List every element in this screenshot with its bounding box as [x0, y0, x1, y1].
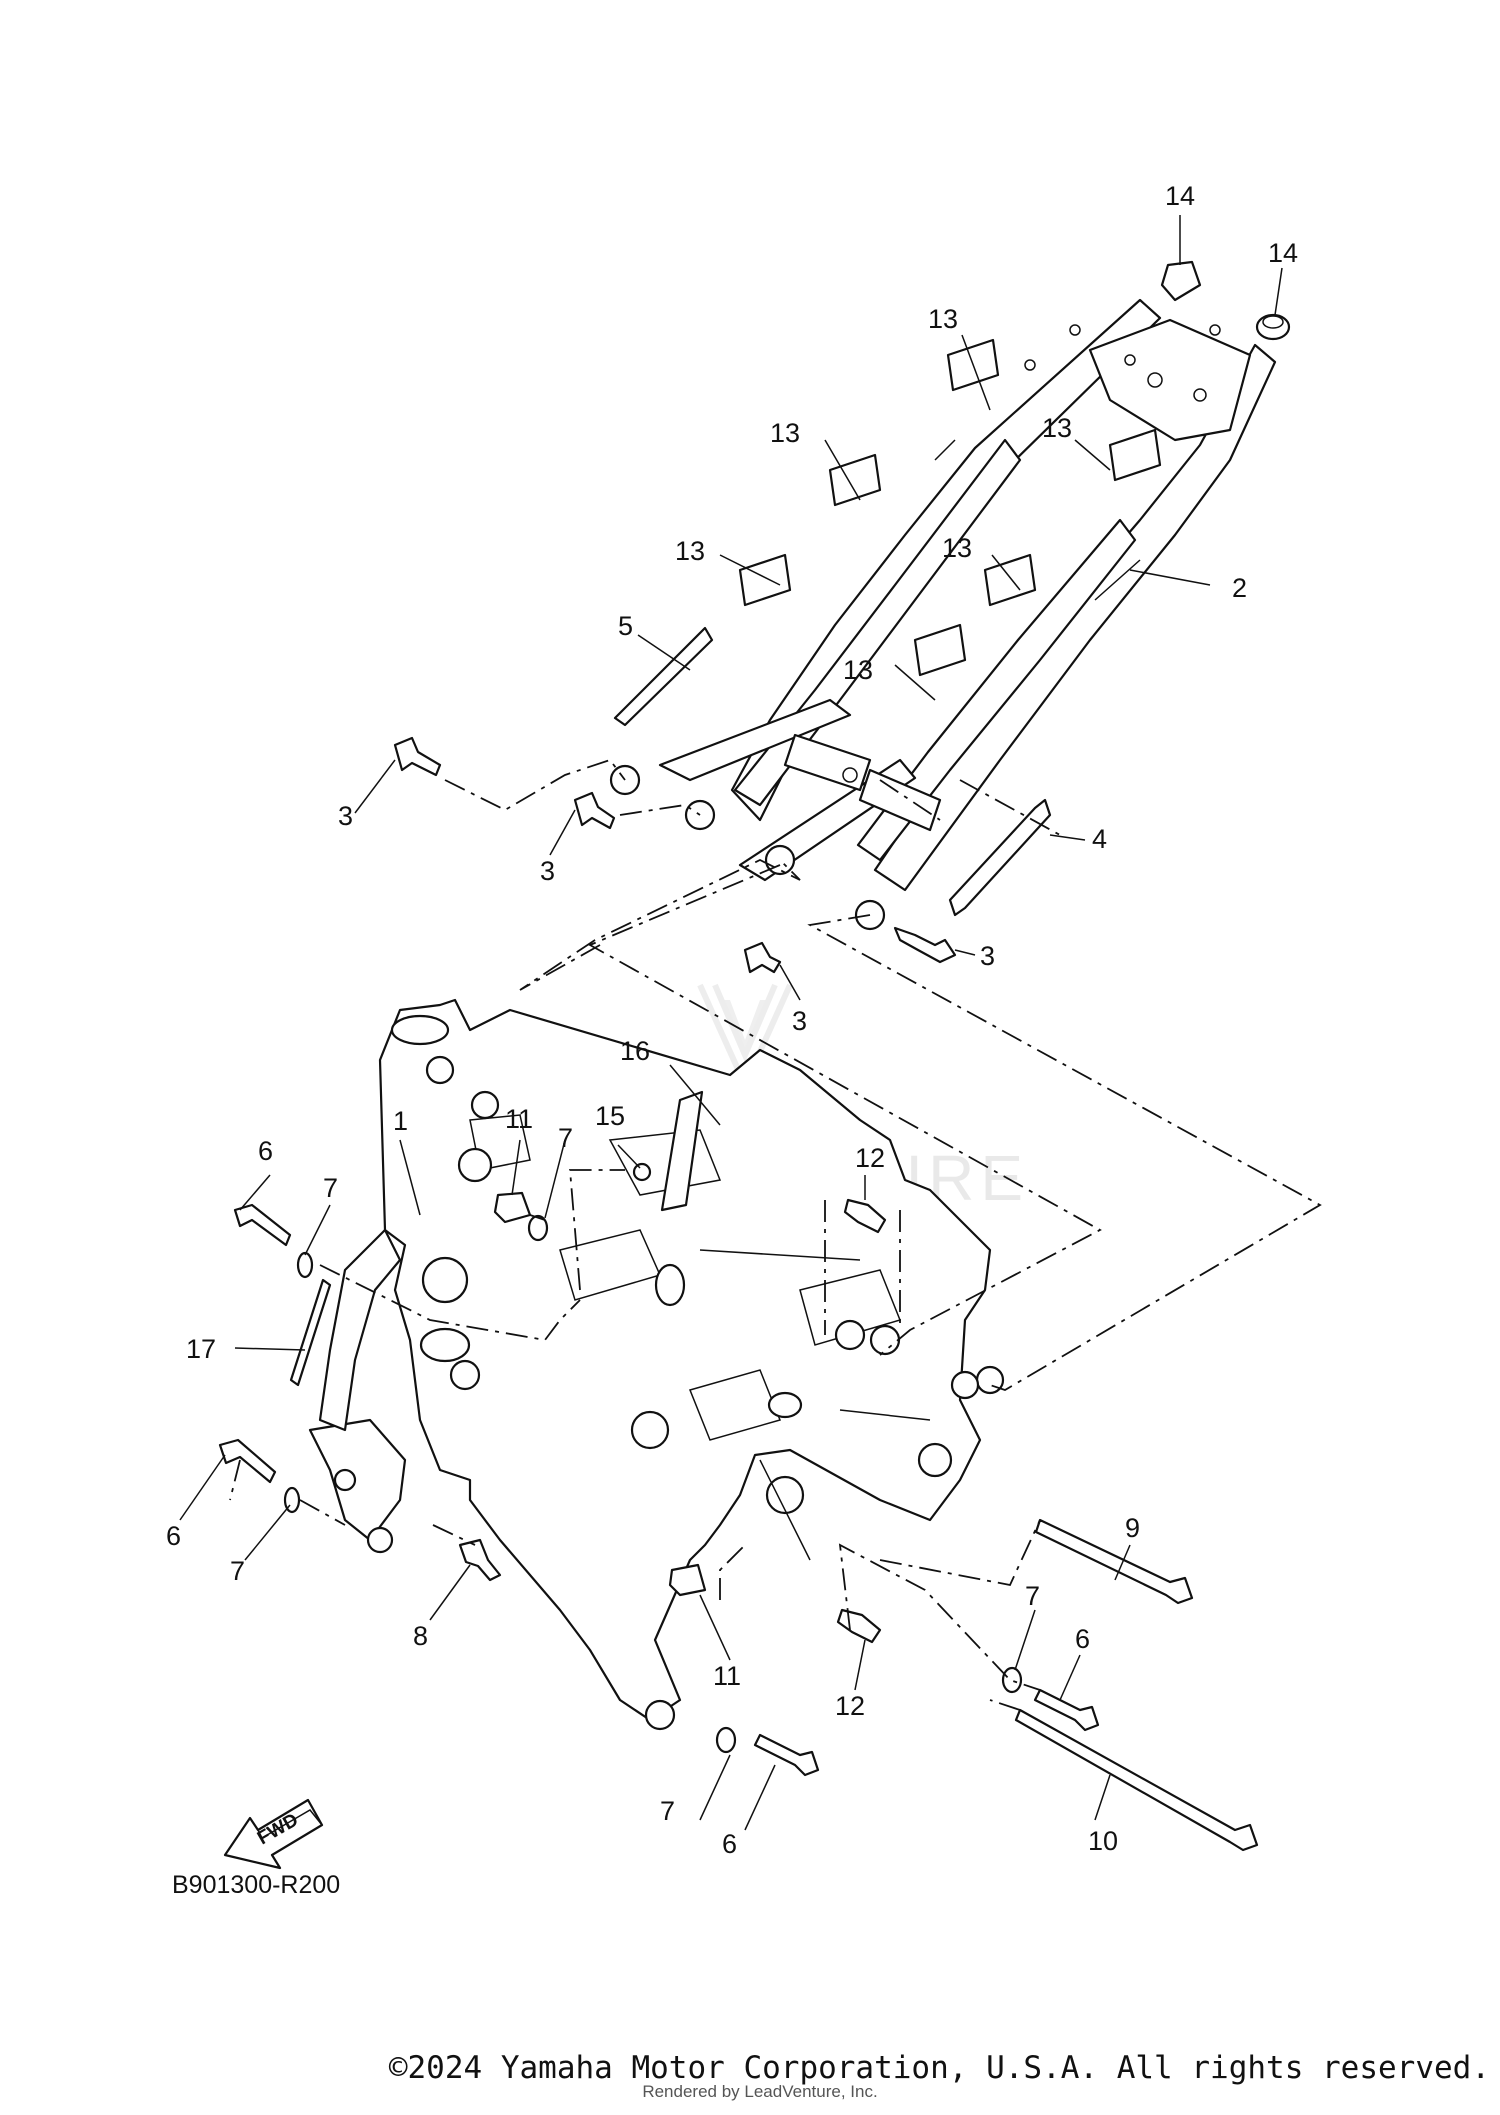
- callout-6: 6: [258, 1136, 273, 1166]
- end-caps: [1160, 260, 1291, 341]
- callout-1: 1: [393, 1106, 408, 1136]
- callout-5: 5: [618, 611, 633, 641]
- callout-7: 7: [230, 1556, 245, 1586]
- callout-13: 13: [675, 536, 705, 566]
- callout-7: 7: [323, 1173, 338, 1203]
- side-rail-17: [289, 1278, 332, 1387]
- callout-11: 11: [713, 1661, 741, 1691]
- callout-14: 14: [1165, 181, 1195, 211]
- callout-16: 16: [620, 1036, 650, 1066]
- callout-13: 13: [770, 418, 800, 448]
- bracket-5: [613, 626, 714, 727]
- callout-3: 3: [338, 801, 353, 831]
- copyright-footer: ©2024 Yamaha Motor Corporation, U.S.A. A…: [388, 2050, 1490, 2086]
- callout-labels: 14 14 13 13 13 13 13 13 2 5 4 3 3 3 3 16…: [166, 181, 1298, 1859]
- fwd-arrow-icon: FWD: [223, 1798, 324, 1870]
- callout-10: 10: [1088, 1826, 1118, 1856]
- callout-7: 7: [558, 1123, 573, 1153]
- callout-7: 7: [660, 1796, 675, 1826]
- diagram-code: B901300-R200: [172, 1871, 340, 1899]
- main-frame: [308, 998, 1005, 1731]
- callout-13: 13: [1042, 413, 1072, 443]
- callout-6: 6: [722, 1829, 737, 1859]
- assembly-lines: [229, 758, 1322, 1711]
- callout-12: 12: [855, 1143, 885, 1173]
- callout-14: 14: [1268, 238, 1298, 268]
- callout-11: 11: [505, 1104, 533, 1134]
- fasteners: [218, 736, 1259, 1852]
- callout-4: 4: [1092, 824, 1107, 854]
- rendered-by-text: Rendered by LeadVenture, Inc.: [642, 2082, 878, 2101]
- callout-13: 13: [928, 304, 958, 334]
- callout-6: 6: [1075, 1624, 1090, 1654]
- callout-15: 15: [595, 1101, 625, 1131]
- callout-13: 13: [942, 533, 972, 563]
- callout-3: 3: [792, 1006, 807, 1036]
- callout-6: 6: [166, 1521, 181, 1551]
- leader-lines: [179, 215, 1283, 1831]
- bracket-4: [948, 798, 1052, 917]
- callout-13: 13: [843, 655, 873, 685]
- callout-7: 7: [1025, 1581, 1040, 1611]
- callout-9: 9: [1125, 1513, 1140, 1543]
- rear-subframe: [609, 298, 1277, 931]
- callout-2: 2: [1232, 573, 1247, 603]
- callout-3: 3: [980, 941, 995, 971]
- callout-12: 12: [835, 1691, 865, 1721]
- callout-8: 8: [413, 1621, 428, 1651]
- callout-3: 3: [540, 856, 555, 886]
- callout-17: 17: [186, 1334, 216, 1364]
